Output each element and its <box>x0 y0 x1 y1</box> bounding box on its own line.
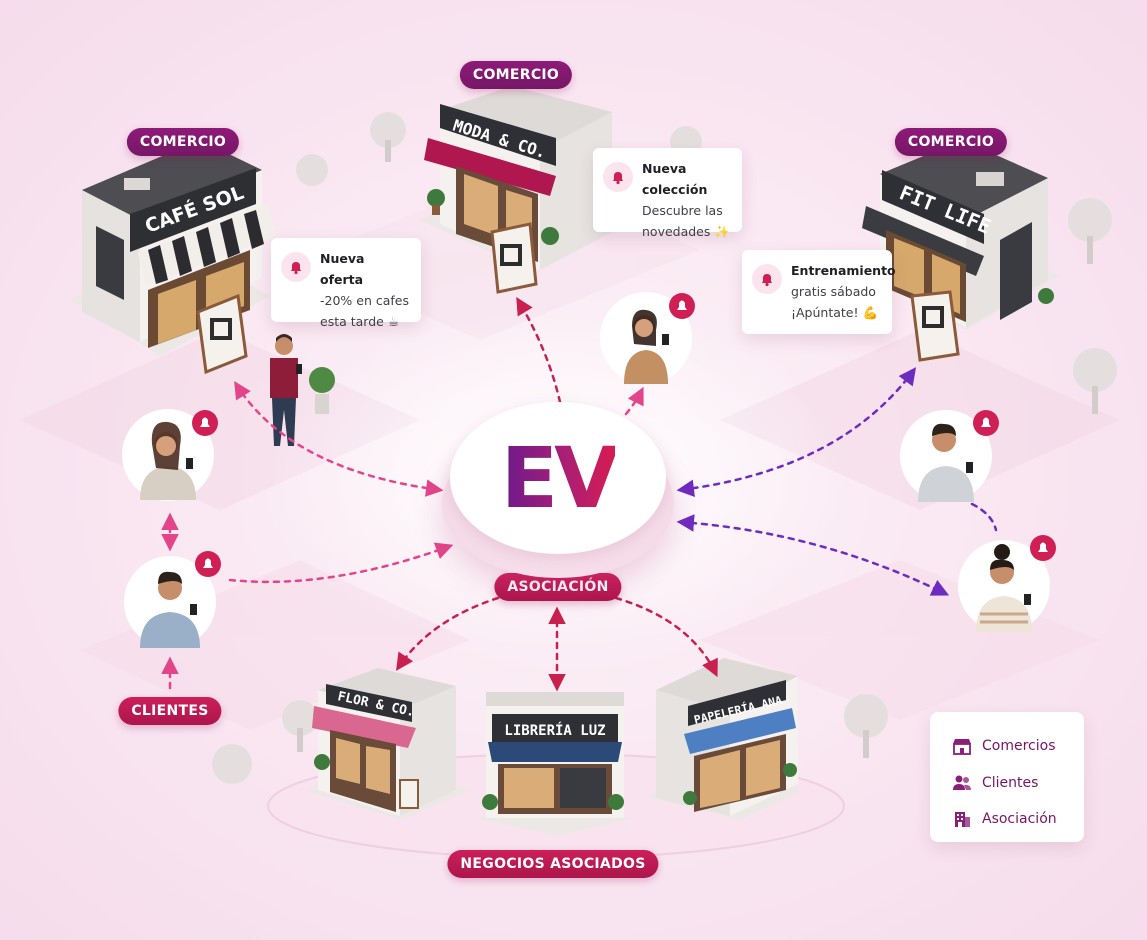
notification-line: gratis sábado <box>791 284 876 299</box>
legend-label: Comercios <box>982 738 1056 755</box>
notification-title: Nueva oferta <box>320 251 365 287</box>
notification-entrenamiento[interactable]: Entrenamiento gratis sábado ¡Apúntate! 💪 <box>742 250 896 334</box>
label-comercio: COMERCIO <box>459 61 573 89</box>
store-papeleria-ana[interactable]: PAPELERÍA ANA <box>646 658 804 820</box>
label-asociacion: ASOCIACIÓN <box>494 573 622 601</box>
legend-item-comercios: Comercios <box>952 728 1084 765</box>
notification-line: esta tarde ☕ <box>320 314 400 329</box>
legend-item-asociacion: Asociación <box>952 801 1084 838</box>
notification-line: novedades ✨ <box>642 224 730 239</box>
hub-disc: EV <box>450 402 666 554</box>
arrow-fitlife-to-center <box>676 367 917 497</box>
notification-title: Nueva colección <box>642 161 708 197</box>
customer-avatar[interactable] <box>600 292 695 384</box>
bell-icon <box>752 264 782 294</box>
label-negocios-asociados: NEGOCIOS ASOCIADOS <box>447 850 659 878</box>
store-flor-co[interactable]: FLOR & CO. <box>306 668 470 820</box>
legend-label: Asociación <box>982 811 1057 828</box>
qr-sign <box>196 293 248 375</box>
store-sign-libreria-luz: LIBRERÍA LUZ <box>504 722 605 739</box>
store-libreria-luz[interactable]: LIBRERÍA LUZ <box>478 692 632 836</box>
building-icon <box>955 812 970 828</box>
legend: Comercios Clientes Asociación <box>930 712 1084 842</box>
customer-avatar[interactable] <box>124 551 221 648</box>
store-moda-co[interactable]: MODA & CO. <box>420 86 612 294</box>
label-comercio: COMERCIO <box>894 128 1008 156</box>
notification-title: Entrenamiento <box>791 263 896 278</box>
arrow-center-to-client-right <box>676 514 950 596</box>
label-clientes: CLIENTES <box>118 697 222 725</box>
customer-avatar[interactable] <box>958 535 1056 632</box>
customer-avatar[interactable] <box>900 410 999 502</box>
arrow-center-to-client-top <box>624 386 644 416</box>
customer-avatar[interactable] <box>122 409 218 501</box>
store-icon <box>953 739 971 756</box>
qr-sign <box>910 290 960 362</box>
notification-nueva-oferta[interactable]: Nueva oferta -20% en cafes esta tarde ☕ <box>271 238 421 329</box>
arrow-asociacion-to-papeleria <box>614 596 718 678</box>
tree-icon <box>212 112 1117 784</box>
connection-arrows <box>161 296 998 692</box>
arrow-clients-right-link <box>970 502 998 532</box>
notification-line: -20% en cafes <box>320 293 409 308</box>
association-hub[interactable]: EV <box>442 402 674 578</box>
bell-icon <box>603 162 633 192</box>
arrow-client-to-center <box>228 542 454 584</box>
ev-logo: EV <box>500 429 619 527</box>
arrow-cafe-to-center <box>234 381 444 497</box>
store-fit-life[interactable]: FIT LIFE <box>862 140 1060 362</box>
legend-item-clientes: Clientes <box>952 765 1084 802</box>
qr-sign <box>490 222 538 294</box>
notification-line: Descubre las <box>642 203 723 218</box>
users-icon <box>953 775 971 790</box>
legend-label: Clientes <box>982 774 1039 791</box>
bell-icon <box>281 252 311 282</box>
store-cafe-sol[interactable]: CAFÉ SOL <box>70 140 276 375</box>
label-comercio: COMERCIO <box>126 128 240 156</box>
arrow-asociacion-to-flor <box>396 596 500 671</box>
notification-line: ¡Apúntate! 💪 <box>791 305 879 320</box>
arrow-center-to-moda <box>516 296 562 404</box>
notification-nueva-coleccion[interactable]: Nueva colección Descubre las novedades ✨ <box>593 148 742 239</box>
